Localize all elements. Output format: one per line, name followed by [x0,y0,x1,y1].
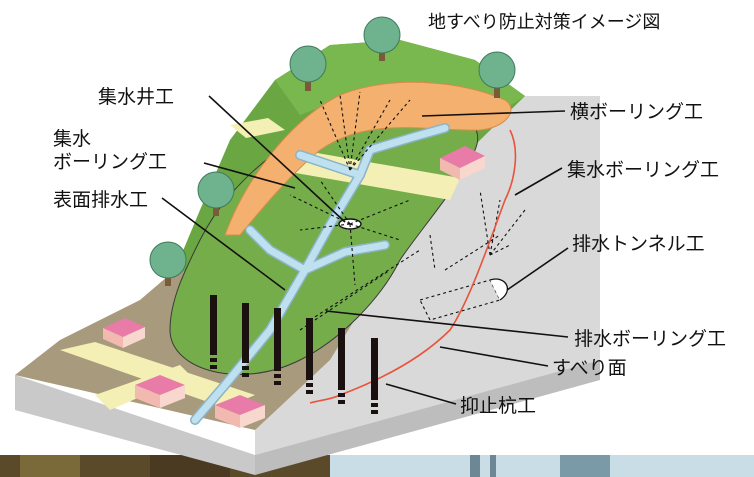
leader-lines [161,95,569,405]
slip-surface-line [309,129,517,404]
label-drainage-boring: 排水ボーリング工 [574,328,726,350]
dashed-boreholes [289,91,526,331]
label-drainage-tunnel: 排水トンネル工 [572,233,705,255]
drainage-tunnel [419,278,509,321]
label-collection-boring-right: 集水ボーリング工 [567,159,719,181]
house-1 [440,146,485,180]
restraint-piles [210,295,378,414]
label-surface-drainage: 表面排水工 [53,189,148,211]
label-slip-surface: すべり面 [552,357,627,379]
label-collection-boring-line2: ボーリング工 [53,151,167,173]
label-collection-boring-line1: 集水 [53,128,91,150]
label-restraint-piles: 抑止杭工 [460,395,536,417]
cliff-front-shade [255,360,600,475]
label-collection-well: 集水井工 [98,86,174,108]
road-upper [230,118,285,138]
label-horizontal-boring: 横ボーリング工 [570,101,703,123]
house-2 [103,318,145,348]
tree-4 [197,171,235,216]
tree-3 [478,51,516,98]
block-front-face [15,375,255,475]
house-4 [215,395,265,428]
tree-1 [363,16,401,61]
house-3 [135,375,185,408]
tree-2 [289,45,327,91]
tree-5 [149,241,187,286]
bottom-photo-strip [0,455,754,477]
diagram-title: 地すべり防止対策イメージ図 [428,12,660,33]
